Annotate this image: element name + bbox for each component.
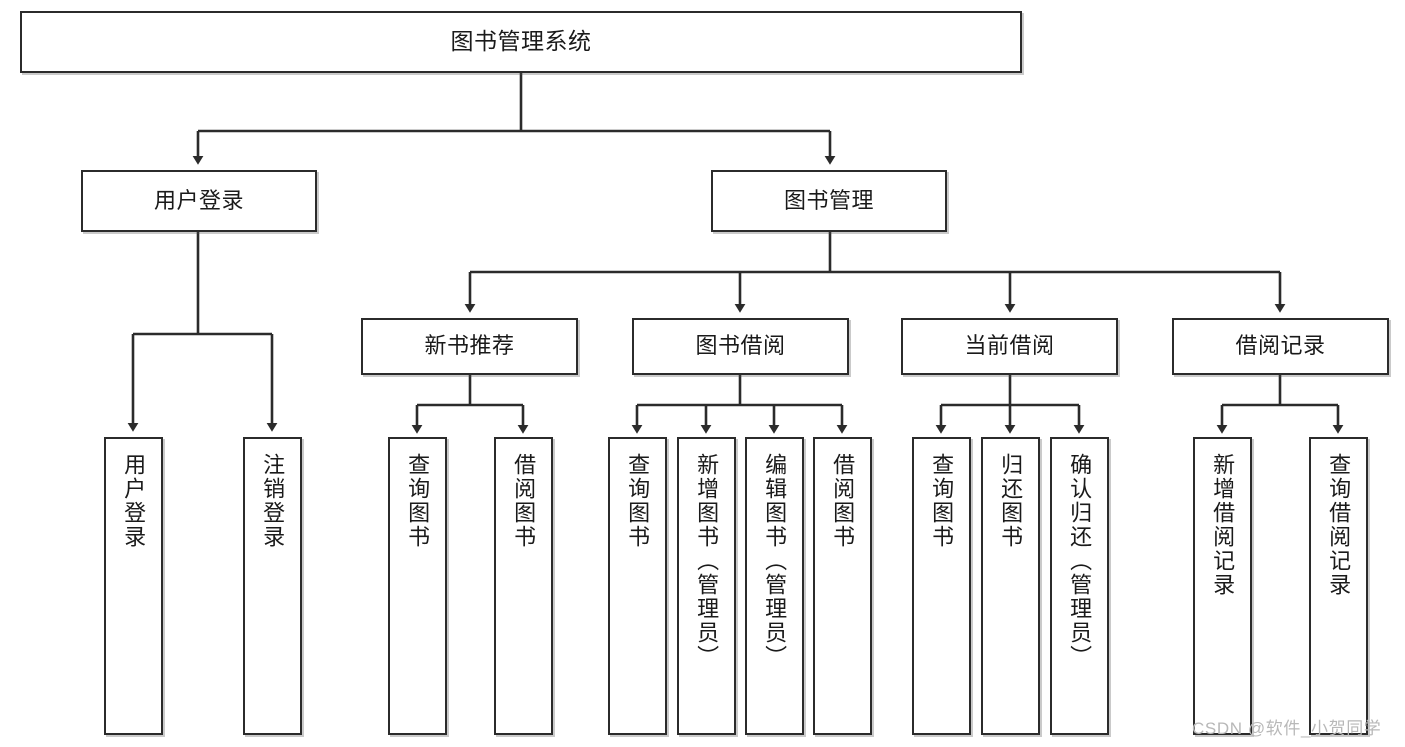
node-label: 查询图书 <box>405 453 431 549</box>
node-label: 图书管理 <box>783 187 874 213</box>
node-user-login[interactable]: 用户登录 <box>81 170 317 232</box>
leaf-borrow-book-recommend[interactable]: 借阅图书 <box>494 437 553 735</box>
leaf-query-book-borrow[interactable]: 查询图书 <box>608 437 667 735</box>
leaf-query-book-current[interactable]: 查询图书 <box>912 437 971 735</box>
node-label: 查询图书 <box>625 453 651 549</box>
node-label: 借阅图书 <box>511 453 537 549</box>
leaf-edit-book-admin[interactable]: 编辑图书（管理员） <box>745 437 804 735</box>
node-book-borrow[interactable]: 图书借阅 <box>632 318 849 375</box>
leaf-user-login[interactable]: 用户登录 <box>104 437 163 735</box>
node-label: 查询借阅记录 <box>1326 453 1352 597</box>
leaf-return-book[interactable]: 归还图书 <box>981 437 1040 735</box>
leaf-query-borrow-record[interactable]: 查询借阅记录 <box>1309 437 1368 735</box>
node-label: 新书推荐 <box>424 333 515 359</box>
node-label: 新增图书（管理员） <box>694 453 720 669</box>
leaf-add-book-admin[interactable]: 新增图书（管理员） <box>677 437 736 735</box>
node-label: 图书管理系统 <box>450 28 592 55</box>
node-label: 当前借阅 <box>964 333 1055 359</box>
node-label: 新增借阅记录 <box>1210 453 1236 597</box>
node-label: 用户登录 <box>153 187 244 213</box>
node-label: 用户登录 <box>121 453 147 549</box>
leaf-logout[interactable]: 注销登录 <box>243 437 302 735</box>
node-label: 确认归还（管理员） <box>1067 453 1093 669</box>
leaf-query-book-recommend[interactable]: 查询图书 <box>388 437 447 735</box>
node-label: 归还图书 <box>998 453 1024 549</box>
leaf-confirm-return-admin[interactable]: 确认归还（管理员） <box>1050 437 1109 735</box>
node-label: 图书借阅 <box>695 333 786 359</box>
node-label: 查询图书 <box>929 453 955 549</box>
node-label: 借阅记录 <box>1235 333 1326 359</box>
node-label: 编辑图书（管理员） <box>762 453 788 669</box>
node-current-borrow[interactable]: 当前借阅 <box>901 318 1118 375</box>
node-label: 注销登录 <box>260 453 286 549</box>
node-book-management[interactable]: 图书管理 <box>711 170 947 232</box>
node-new-book-recommend[interactable]: 新书推荐 <box>361 318 578 375</box>
node-root[interactable]: 图书管理系统 <box>20 11 1022 73</box>
node-borrow-record[interactable]: 借阅记录 <box>1172 318 1389 375</box>
node-label: 借阅图书 <box>830 453 856 549</box>
leaf-borrow-book[interactable]: 借阅图书 <box>813 437 872 735</box>
leaf-add-borrow-record[interactable]: 新增借阅记录 <box>1193 437 1252 735</box>
